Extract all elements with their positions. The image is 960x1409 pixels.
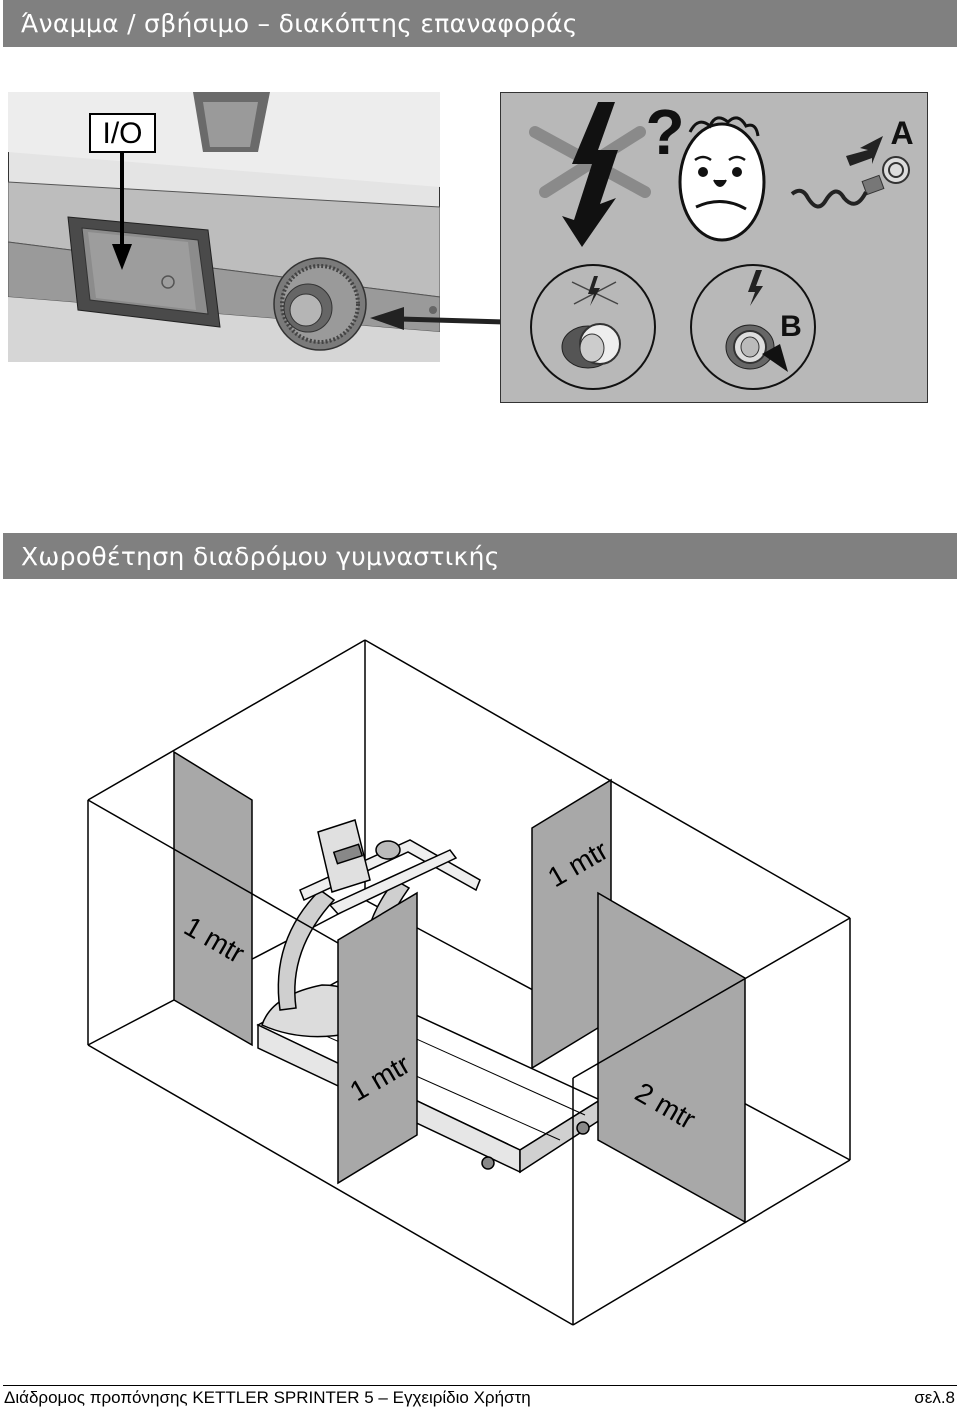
plug-icon [790, 156, 910, 209]
footer-divider [3, 1385, 957, 1386]
button-press-circle [690, 264, 816, 390]
arrow-left-icon [846, 136, 883, 166]
label-a: A [890, 115, 913, 151]
clearance-diagram: 1 mtr 1 mtr 1 mtr 2 mtr [87, 639, 851, 1326]
section-title-placement: Χωροθέτηση διαδρόμου γυμναστικής [3, 533, 957, 579]
lightning-icon [562, 102, 618, 247]
section-title-placement-text: Χωροθέτηση διαδρόμου γυμναστικής [21, 541, 500, 571]
section-title-power: Άναμμα / σβήσιμο – διακόπτης επαναφοράς [3, 0, 957, 47]
room-box-outline [87, 639, 851, 1161]
worried-face-icon [678, 116, 766, 242]
clearance-panel-front [337, 891, 418, 1185]
button-normal-circle [530, 264, 656, 390]
clearance-panel-rear [597, 891, 746, 1224]
page-number: σελ.8 [914, 1388, 955, 1407]
switch-label: I/O [102, 117, 142, 150]
power-switch-illustration: I/O [8, 92, 440, 362]
question-mark: ? [645, 96, 684, 168]
footer-title: Διάδρομος προπόνησης KETTLER SPRINTER 5 … [4, 1388, 531, 1407]
label-b: B [780, 310, 802, 343]
arrow-press-icon [762, 344, 788, 372]
reset-explanation-illustration: ? A B [500, 92, 928, 403]
clearance-panel-left [173, 750, 253, 1047]
section-title-power-text: Άναμμα / σβήσιμο – διακόπτης επαναφοράς [21, 9, 578, 38]
